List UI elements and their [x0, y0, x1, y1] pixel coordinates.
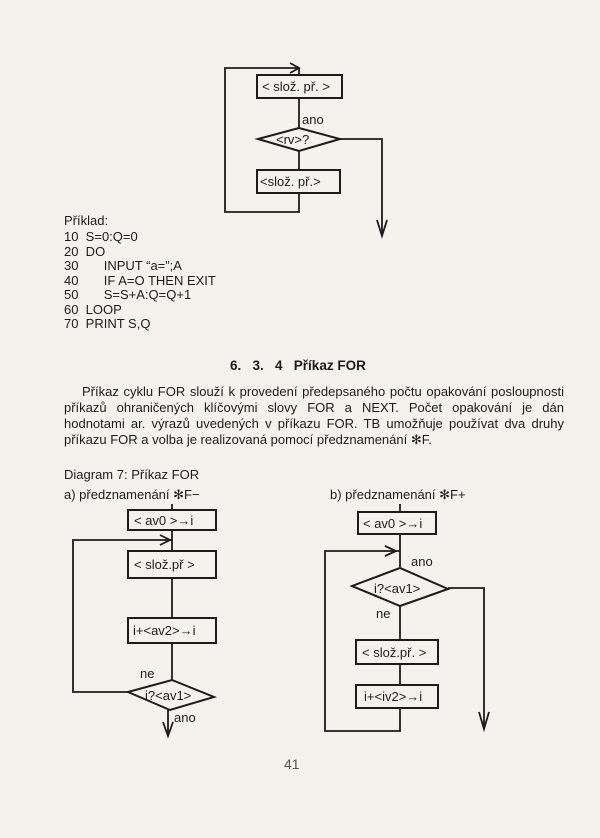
body-label: < slož.př. >: [362, 645, 426, 660]
code-line: 40 IF A=O THEN EXIT: [64, 272, 216, 288]
code-line: 50 S=S+A:Q=Q+1: [64, 287, 192, 302]
diagram-caption: Diagram 7: Příkaz FOR: [64, 467, 200, 482]
code-line: 10 S=0:Q=0: [64, 229, 138, 244]
process-box: [256, 74, 343, 99]
yes-label: ano: [411, 554, 433, 569]
increment-box: [127, 617, 217, 644]
code-line: 70 PRINT S,Q: [64, 316, 151, 331]
yes-label: ano: [174, 710, 196, 725]
increment-label: i+<av2>→i: [133, 623, 196, 638]
condition-label: <rv>?: [276, 132, 309, 147]
flowchart-a: < av0 >→i < slož.př > i+<av2>→i ne i?<av…: [72, 504, 218, 739]
code-line: 30 INPUT “a=”;A: [64, 258, 182, 273]
init-box: [127, 509, 217, 531]
body-paragraph: Příkaz cyklu FOR slouží k provedení před…: [64, 384, 564, 448]
code-line: 60 LOOP: [64, 301, 122, 317]
body-label: < slož.př >: [134, 557, 195, 572]
init-label: < av0 >→i: [134, 513, 193, 528]
condition-label: i?<av1>: [145, 688, 191, 703]
decision-diamond: [349, 566, 451, 608]
diagram-a-label: a) předznamenání ✻F−: [64, 487, 200, 502]
increment-box: [355, 684, 439, 709]
top-flowchart: < slož. př. > ano <rv>? <slož. př.>: [224, 62, 388, 240]
process-box: [256, 169, 341, 194]
no-label: ne: [140, 666, 154, 681]
body-box: [355, 639, 439, 665]
paragraph-text: Příkaz cyklu FOR slouží k provedení před…: [64, 384, 564, 447]
example-title: Příklad:: [64, 213, 109, 228]
flowchart-b: < av0 >→i ano i?<av1> ne < slož.př. > i+…: [324, 504, 490, 733]
condition-label: i?<av1>: [374, 581, 420, 596]
decision-diamond: [124, 678, 218, 712]
init-label: < av0 >→i: [363, 516, 422, 531]
increment-label: i+<iv2>→i: [364, 689, 422, 704]
page-number: 41: [284, 756, 300, 772]
diagram-b-label: b) předznamenání ✻F+: [330, 487, 466, 502]
section-title: Příkaz FOR: [293, 358, 366, 373]
no-label: ne: [376, 606, 390, 621]
yes-label: ano: [302, 112, 324, 127]
process-label: < slož. př. >: [262, 79, 330, 94]
process-label: <slož. př.>: [260, 174, 321, 189]
init-box: [357, 511, 437, 535]
decision-diamond: [254, 126, 344, 153]
code-line: 20 DO: [64, 243, 106, 259]
body-box: [127, 550, 217, 579]
section-heading: 6. 3. 4 Příkaz FOR: [230, 358, 366, 374]
section-number: 6. 3. 4: [230, 358, 283, 373]
